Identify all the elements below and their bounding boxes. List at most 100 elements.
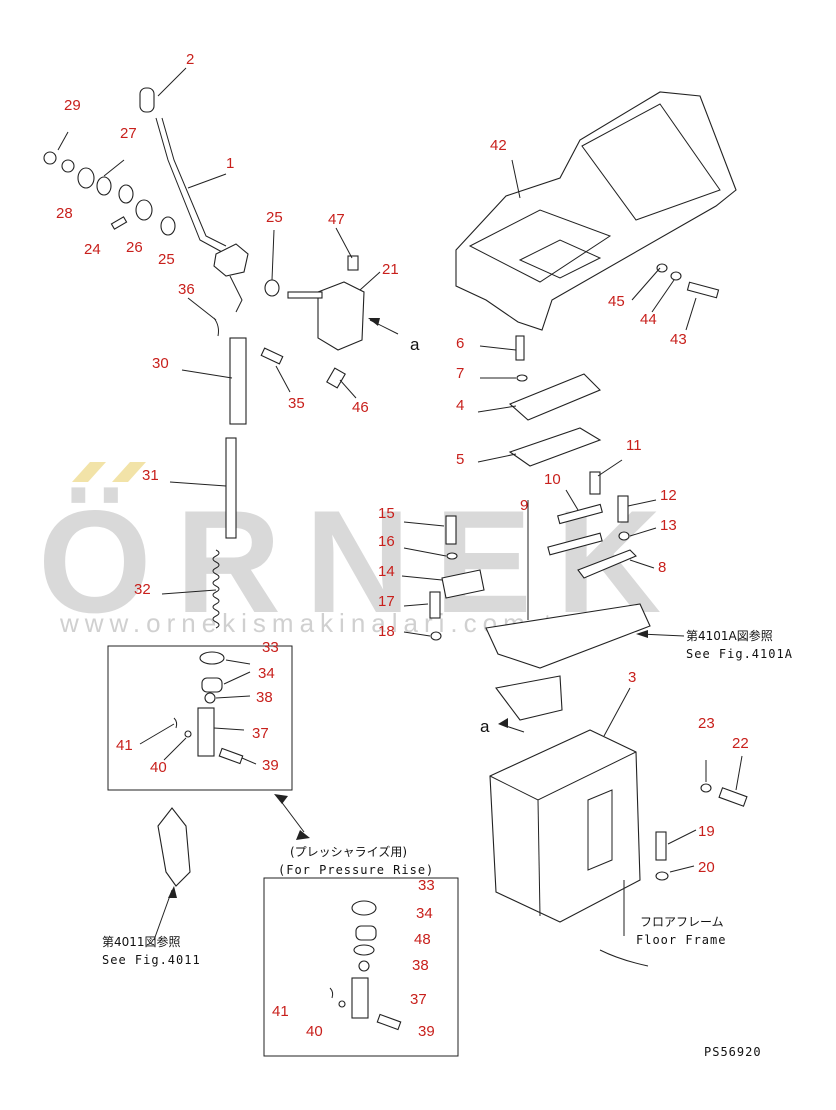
leader-18 xyxy=(403,631,431,637)
console-fasteners xyxy=(656,263,720,299)
part-number-label: 4 xyxy=(456,397,464,414)
plate-10-shape xyxy=(557,503,603,525)
part-number-label: 38 xyxy=(256,689,273,706)
view-callout-a-mid: a xyxy=(480,717,490,736)
part-number-label: 34 xyxy=(258,665,275,682)
leader-27 xyxy=(103,159,125,177)
leader-47 xyxy=(335,227,353,259)
part-number-label: 21 xyxy=(382,261,399,278)
leader-1 xyxy=(187,173,227,189)
part-number-label: 22 xyxy=(732,735,749,752)
frame-3-shape xyxy=(489,729,641,923)
washer-18-shape xyxy=(430,631,442,641)
yoke-shape xyxy=(157,807,191,887)
detail-box-standard xyxy=(107,645,310,941)
leader-41a xyxy=(139,723,175,745)
reference-notes: 第4101A図参照 See Fig.4101A 第4011図参照 See Fig… xyxy=(102,628,792,1059)
watermark-url: www.ornekismakinalari.com.tr xyxy=(59,608,572,638)
part-number-label: 44 xyxy=(640,311,657,328)
part-number-labels: 2 1 29 27 28 24 26 25 25 47 21 36 30 35 … xyxy=(56,51,749,1040)
leader-11 xyxy=(597,459,623,477)
rod-end-shape xyxy=(229,337,247,425)
washer-20-shape xyxy=(655,871,669,881)
washer-16-shape xyxy=(446,552,458,560)
part-37b-shape xyxy=(351,977,369,1019)
arrow-a-mid-head xyxy=(498,718,508,728)
leader-13 xyxy=(629,527,657,537)
lever-assembly xyxy=(43,87,284,629)
frame-plate-shape xyxy=(485,603,651,669)
part-41b-shape xyxy=(329,987,334,999)
console-slot-shape xyxy=(518,239,602,279)
leader-32 xyxy=(161,589,217,595)
leader-14 xyxy=(401,575,443,581)
plate-5-shape xyxy=(508,427,602,467)
leader-34a xyxy=(223,671,251,685)
bolt-15-shape xyxy=(445,515,457,545)
console-tray-shape xyxy=(581,103,721,221)
part-number-label: 39 xyxy=(262,757,279,774)
part-number-label: 25 xyxy=(266,209,283,226)
leader-31 xyxy=(169,481,227,487)
leader-25b xyxy=(271,229,275,281)
part-number-label: 15 xyxy=(378,505,395,522)
part-number-label: 28 xyxy=(56,205,73,222)
leader-35 xyxy=(275,365,291,393)
lever-shape-edge xyxy=(161,117,227,247)
part-number-label: 13 xyxy=(660,517,677,534)
part-number-label: 9 xyxy=(520,497,528,514)
rod-8-shape xyxy=(577,549,637,579)
pin-shape xyxy=(110,216,128,230)
washer-45-shape xyxy=(656,263,668,273)
leader-42 xyxy=(511,159,521,199)
part-33-shape xyxy=(199,651,225,665)
pin-35-shape xyxy=(260,347,284,365)
plate-9-shape xyxy=(547,532,603,556)
part-39b-shape xyxy=(376,1013,402,1031)
washer-shape-2 xyxy=(96,176,112,196)
console-body-shape xyxy=(455,91,737,331)
part-number-label: 45 xyxy=(608,293,625,310)
leader-20 xyxy=(669,865,695,873)
washer-13-shape xyxy=(618,531,630,541)
part-number-label: 7 xyxy=(456,365,464,382)
part-number-label: 36 xyxy=(178,281,195,298)
floor-frame-curve xyxy=(599,949,649,967)
leader-43 xyxy=(685,297,697,331)
part-number-label: 11 xyxy=(626,437,642,454)
part-number-label: 46 xyxy=(352,399,369,416)
bracket-shaft-shape xyxy=(287,291,323,299)
part-number-label: 34 xyxy=(416,905,433,922)
bolt-12-shape xyxy=(617,495,629,523)
bolt-47-shape xyxy=(347,255,359,271)
part-number-label: 33 xyxy=(418,877,435,894)
spring-shape xyxy=(212,549,220,629)
part-number-label: 2 xyxy=(186,51,194,68)
part-number-label: 48 xyxy=(414,931,431,948)
detail-box-pressure xyxy=(263,877,459,1057)
part-number-label: 23 xyxy=(698,715,715,732)
leader-5 xyxy=(477,453,517,463)
leader-8 xyxy=(629,559,655,569)
part-34-shape xyxy=(201,677,223,693)
part-48-shape xyxy=(353,944,375,956)
part-number-label: 3 xyxy=(628,669,636,686)
double-arrow-line xyxy=(279,799,305,833)
part-number-label: 32 xyxy=(134,581,151,598)
leader-46 xyxy=(339,379,357,399)
part-number-label: 42 xyxy=(490,137,507,154)
part-number-label: 5 xyxy=(456,451,464,468)
part-38-shape xyxy=(204,692,216,704)
part-number-label: 35 xyxy=(288,395,305,412)
part-number-label: 6 xyxy=(456,335,464,352)
bracket-shape xyxy=(317,281,365,351)
view-callout-a-top: a xyxy=(410,335,420,354)
bolt-17-shape xyxy=(429,591,441,619)
arrow-fig4101-head xyxy=(636,630,648,638)
part-number-label: 31 xyxy=(142,467,159,484)
frame-3-corner-edge xyxy=(537,799,541,917)
washer-7-shape xyxy=(516,374,528,382)
leader-2 xyxy=(157,67,187,97)
lever-shape xyxy=(155,117,223,253)
